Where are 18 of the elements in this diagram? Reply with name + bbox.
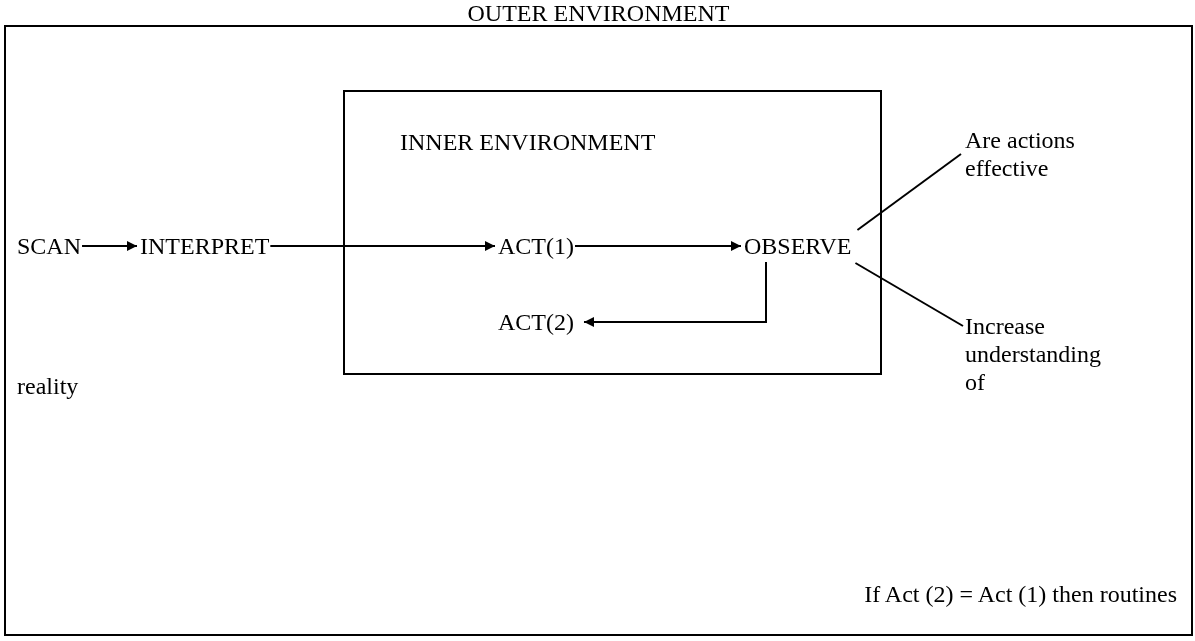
note-text: reality [17, 372, 79, 400]
leader-line [854, 262, 964, 327]
arrow [81, 241, 138, 251]
note-text: Increase understanding of [965, 312, 1115, 396]
step-label: ACT(1) [498, 232, 574, 260]
box-heading: OUTER ENVIRONMENT [467, 0, 730, 27]
box-heading: INNER ENVIRONMENT [400, 128, 656, 156]
leader-line [856, 153, 962, 231]
arrow [269, 241, 496, 251]
step-label: ACT(2) [498, 308, 574, 336]
arrow [574, 241, 742, 251]
inner-environment-box [343, 90, 882, 375]
step-label: INTERPRET [140, 232, 270, 260]
question-note: Are actions effective [965, 126, 1105, 182]
arrow [583, 261, 767, 327]
note-text: If Act (2) = Act (1) then routines [864, 580, 1177, 608]
step-label: SCAN [17, 232, 82, 260]
step-label: OBSERVE [744, 232, 852, 260]
